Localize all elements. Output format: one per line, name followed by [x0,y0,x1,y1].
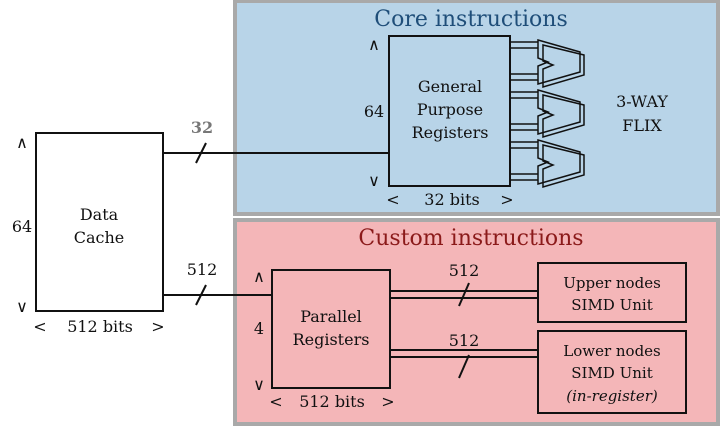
lower-simd-label-2: SIMD Unit [571,364,652,382]
bus-parallel-to-lower-slash [458,354,470,379]
parallel-registers-down-arrow: ∨ [253,375,265,394]
flix-label-1: 3-WAY [616,92,668,111]
gpr-label-2: Purpose [417,100,483,119]
bus-parallel-to-upper-slash [458,282,470,307]
flix-slot-2 [510,89,585,139]
parallel-registers-label-1: Parallel [300,307,362,326]
flix-slot-3 [510,139,585,189]
gpr-left-arrow: < [386,190,399,209]
gpr-block [388,35,511,187]
gpr-height-label: 64 [364,102,384,121]
data-cache-label-2: Cache [74,228,125,247]
upper-simd-label-2: SIMD Unit [571,296,652,314]
core-panel-title: Core instructions [374,7,568,32]
upper-simd-label-1: Upper nodes [563,274,661,292]
data-cache-down-arrow: ∨ [16,297,28,316]
bus-cache-to-gpr-slash [195,142,207,164]
data-cache-up-arrow: ∧ [16,133,28,152]
parallel-registers-up-arrow: ∧ [253,267,265,286]
data-cache-right-arrow: > [151,317,164,336]
flix-label-2: FLIX [622,116,662,135]
data-cache-left-arrow: < [33,317,46,336]
gpr-right-arrow: > [500,190,513,209]
lower-simd-label-1: Lower nodes [563,342,661,360]
flix-slot-1 [510,39,585,89]
parallel-registers-left-arrow: < [269,392,282,411]
parallel-registers-width-label: 512 bits [299,392,365,411]
gpr-label-1: General [418,77,482,96]
upper-simd-unit [537,262,687,323]
parallel-registers-height-label: 4 [254,319,264,338]
bus-cache-to-gpr-width: 32 [191,118,213,137]
lower-simd-unit [537,330,687,414]
bus-parallel-to-upper-width: 512 [449,261,480,280]
parallel-registers-label-2: Registers [293,330,370,349]
custom-panel-title: Custom instructions [358,226,583,251]
data-cache-label-1: Data [80,205,119,224]
gpr-up-arrow: ∧ [368,35,380,54]
gpr-width-label: 32 bits [424,190,479,209]
data-cache-width-label: 512 bits [67,317,133,336]
parallel-registers-block [271,269,391,389]
gpr-down-arrow: ∨ [368,171,380,190]
bus-cache-to-parallel-slash [195,284,207,306]
data-cache-block [35,132,164,312]
parallel-registers-right-arrow: > [381,392,394,411]
lower-simd-label-3: (in-register) [566,387,658,405]
gpr-label-3: Registers [412,123,489,142]
bus-parallel-to-lower-width: 512 [449,331,480,350]
bus-cache-to-parallel-width: 512 [187,260,218,279]
data-cache-height-label: 64 [12,217,32,236]
